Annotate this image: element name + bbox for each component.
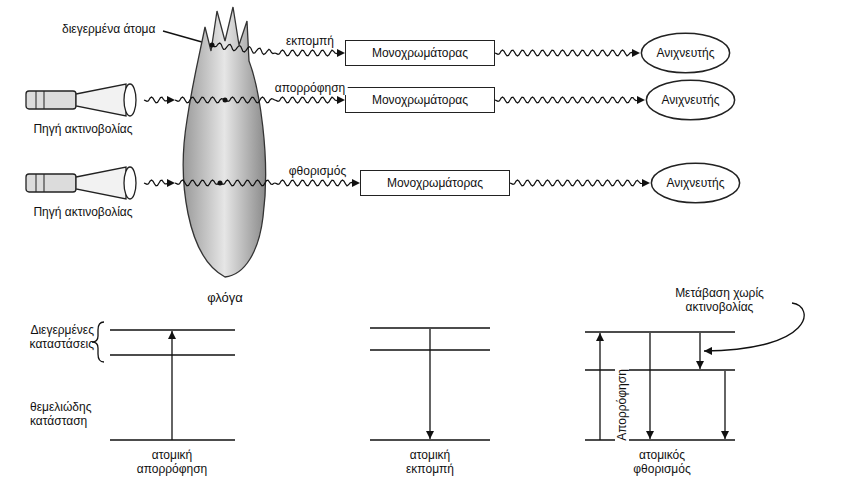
- text-label: Μετάβαση χωρίς ακτινοβολίας: [652, 286, 787, 314]
- wavy-arrow: [144, 96, 175, 104]
- radiation-ray: [225, 97, 275, 103]
- radiation-ray: [220, 180, 275, 186]
- text-label: Διεγερμένες καταστάσεις: [8, 323, 94, 351]
- lamp-ring: [44, 174, 45, 192]
- monochromator-box: Μονοχρωμάτορας: [345, 40, 495, 66]
- detector-ellipse: Ανιχνευτής: [650, 162, 741, 204]
- ellipse-shape: [651, 163, 739, 202]
- radiation-ray: [212, 43, 275, 55]
- lamp-ring: [36, 174, 37, 192]
- lamp-window: [124, 167, 136, 199]
- text-label: Απορρόφηση: [615, 368, 629, 442]
- node-text: Ανιχνευτής: [657, 46, 715, 60]
- wavy-arrow: [275, 179, 360, 187]
- lamp-ring: [44, 91, 45, 109]
- node-text: Μονοχρωμάτορας: [372, 46, 468, 60]
- arrowhead: [642, 179, 650, 187]
- node-text: Πηγή ακτινοβολίας: [22, 205, 144, 219]
- wavy-line: [510, 180, 643, 186]
- lamp-body: [26, 91, 76, 109]
- transition-arrow: [171, 331, 172, 440]
- wavy-arrow: [495, 49, 640, 57]
- transition-arrow: [429, 329, 430, 439]
- energy-level: [110, 329, 235, 330]
- text-label: διεγερμένα άτομα: [62, 22, 172, 36]
- wavy-line: [495, 50, 633, 56]
- wavy-arrow: [510, 179, 650, 187]
- atom-dot: [223, 98, 228, 103]
- wavy-arrow: [144, 179, 175, 187]
- node-text: φλόγα: [175, 291, 275, 305]
- arrowhead: [637, 96, 645, 104]
- text-label: ατομικός φθορισμός: [612, 448, 712, 476]
- wavy-line: [144, 97, 168, 103]
- monochromator-box: Μονοχρωμάτορας: [345, 87, 495, 113]
- arrowhead: [167, 96, 175, 104]
- text-label: ατομική απορρόφηση: [127, 448, 217, 476]
- edge-label: απορρόφηση: [273, 81, 348, 95]
- radiation-source-lamp: Πηγή ακτινοβολίας: [22, 165, 144, 225]
- transition-arrow: [649, 333, 650, 439]
- wavy-arrow: [495, 96, 645, 104]
- energy-level: [370, 327, 490, 328]
- edge-label: φθορισμός: [287, 164, 348, 178]
- wavy-line: [275, 50, 338, 56]
- wavy-line: [144, 180, 168, 186]
- transition-arrow: [724, 371, 725, 439]
- lamp-cone: [76, 84, 126, 116]
- lamp-ring: [36, 91, 37, 109]
- atom-dot: [210, 43, 215, 48]
- wavy-line: [275, 97, 338, 103]
- arrowhead: [167, 179, 175, 187]
- ellipse-shape: [641, 33, 729, 72]
- radiation-ray: [175, 180, 220, 186]
- lamp-body: [26, 174, 76, 192]
- node-text: Ανιχνευτής: [662, 93, 720, 107]
- wavy-line: [275, 180, 353, 186]
- transition-arrow: [699, 333, 700, 369]
- detector-ellipse: Ανιχνευτής: [645, 79, 736, 121]
- radiation-ray: [175, 97, 225, 103]
- arrowhead: [352, 179, 360, 187]
- monochromator-box: Μονοχρωμάτορας: [360, 170, 510, 196]
- node-text: Μονοχρωμάτορας: [387, 176, 483, 190]
- lamp-cone: [76, 167, 126, 199]
- wavy-arrow: [275, 49, 345, 57]
- arrowhead: [337, 49, 345, 57]
- detector-ellipse: Ανιχνευτής: [640, 32, 731, 74]
- arrowhead: [337, 96, 345, 104]
- text-label: θεμελιώδης κατάσταση: [30, 400, 108, 428]
- arrowhead: [632, 49, 640, 57]
- ground-level: [585, 439, 735, 440]
- ground-level: [370, 439, 490, 440]
- wavy-line: [495, 97, 638, 103]
- ellipse-shape: [646, 80, 734, 119]
- lamp-window: [124, 84, 136, 116]
- flame: φλόγα: [175, 5, 275, 305]
- lamp-drawing: [22, 165, 140, 201]
- flame-drawing: [175, 5, 275, 280]
- transition-arrow: [599, 333, 600, 440]
- flame-outline: [183, 7, 265, 277]
- node-text: Μονοχρωμάτορας: [372, 93, 468, 107]
- text-label: ατομική εκπομπή: [385, 448, 475, 476]
- atom-dot: [218, 181, 223, 186]
- energy-level: [585, 369, 735, 370]
- node-text: Ανιχνευτής: [667, 176, 725, 190]
- energy-level: [585, 331, 735, 332]
- wavy-arrow: [275, 96, 345, 104]
- radiation-source-lamp: Πηγή ακτινοβολίας: [22, 82, 144, 142]
- edge-label: εκπομπή: [284, 34, 336, 48]
- lamp-drawing: [22, 82, 140, 118]
- node-text: Πηγή ακτινοβολίας: [22, 122, 144, 136]
